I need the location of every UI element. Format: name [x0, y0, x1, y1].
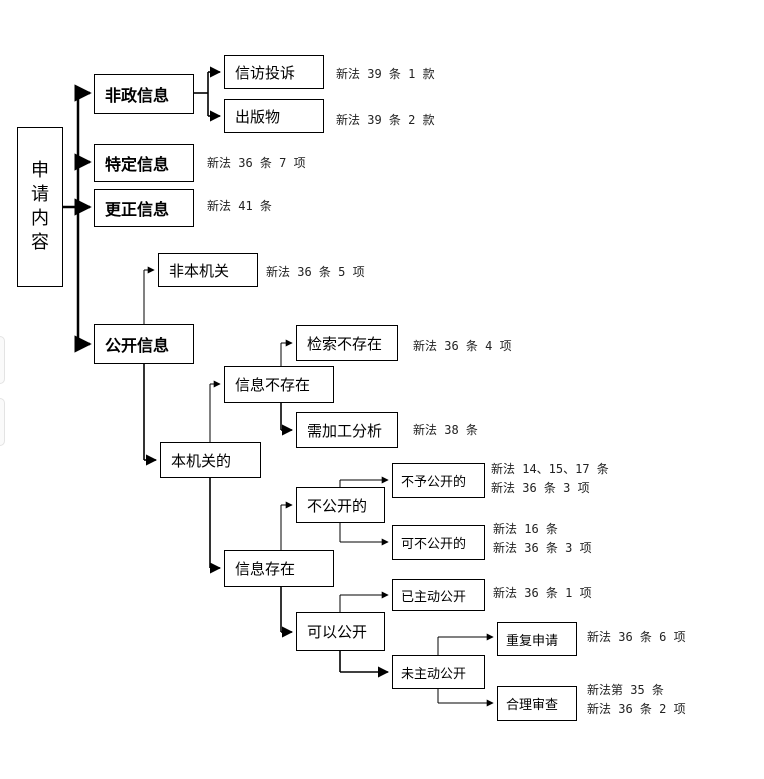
- node-teding: 特定信息: [94, 144, 194, 182]
- law-note: 新法 36 条 6 项: [587, 630, 686, 644]
- law-note: 新法 36 条 4 项: [413, 339, 512, 353]
- node-gongkai: 公开信息: [94, 324, 194, 364]
- node-weizhudong: 未主动公开: [392, 655, 485, 689]
- law-note: 新法 36 条 3 项: [493, 541, 592, 555]
- law-note: 新法 39 条 1 款: [336, 67, 435, 81]
- node-cunzai: 信息存在: [224, 550, 334, 587]
- node-buyu: 不予公开的: [392, 463, 485, 498]
- node-xinfang: 信访投诉: [224, 55, 324, 89]
- law-note: 新法 41 条: [207, 199, 272, 213]
- node-heli: 合理审查: [497, 686, 577, 721]
- node-feibenjiguan: 非本机关: [158, 253, 258, 287]
- node-buczai: 信息不存在: [224, 366, 334, 403]
- node-gengzheng: 更正信息: [94, 189, 194, 227]
- node-yizhudong: 已主动公开: [392, 579, 485, 611]
- node-xujiagong: 需加工分析: [296, 412, 398, 448]
- root-char: 容: [31, 232, 49, 253]
- law-note: 新法第 35 条: [587, 683, 664, 697]
- law-note: 新法 14、15、17 条: [491, 462, 609, 476]
- law-note: 新法 36 条 2 项: [587, 702, 686, 716]
- law-note: 新法 36 条 5 项: [266, 265, 365, 279]
- node-chongfu: 重复申请: [497, 622, 577, 656]
- law-note: 新法 16 条: [493, 522, 558, 536]
- root-char: 申: [31, 160, 49, 181]
- law-note: 新法 36 条 3 项: [491, 481, 590, 495]
- law-note: 新法 39 条 2 款: [336, 113, 435, 127]
- node-chuban: 出版物: [224, 99, 324, 133]
- node-keyi: 可以公开: [296, 612, 385, 651]
- root-char: 请: [31, 184, 49, 205]
- node-kebu: 可不公开的: [392, 525, 485, 560]
- law-note: 新法 38 条: [413, 423, 478, 437]
- root-box-applicant-content: 申 请 内 容: [17, 127, 63, 287]
- node-benjiguan: 本机关的: [160, 442, 261, 478]
- node-jiansuo: 检索不存在: [296, 325, 398, 361]
- node-bugongkaide: 不公开的: [296, 487, 385, 523]
- law-note: 新法 36 条 7 项: [207, 156, 306, 170]
- root-char: 内: [31, 208, 49, 229]
- node-feizheng: 非政信息: [94, 74, 194, 114]
- law-note: 新法 36 条 1 项: [493, 586, 592, 600]
